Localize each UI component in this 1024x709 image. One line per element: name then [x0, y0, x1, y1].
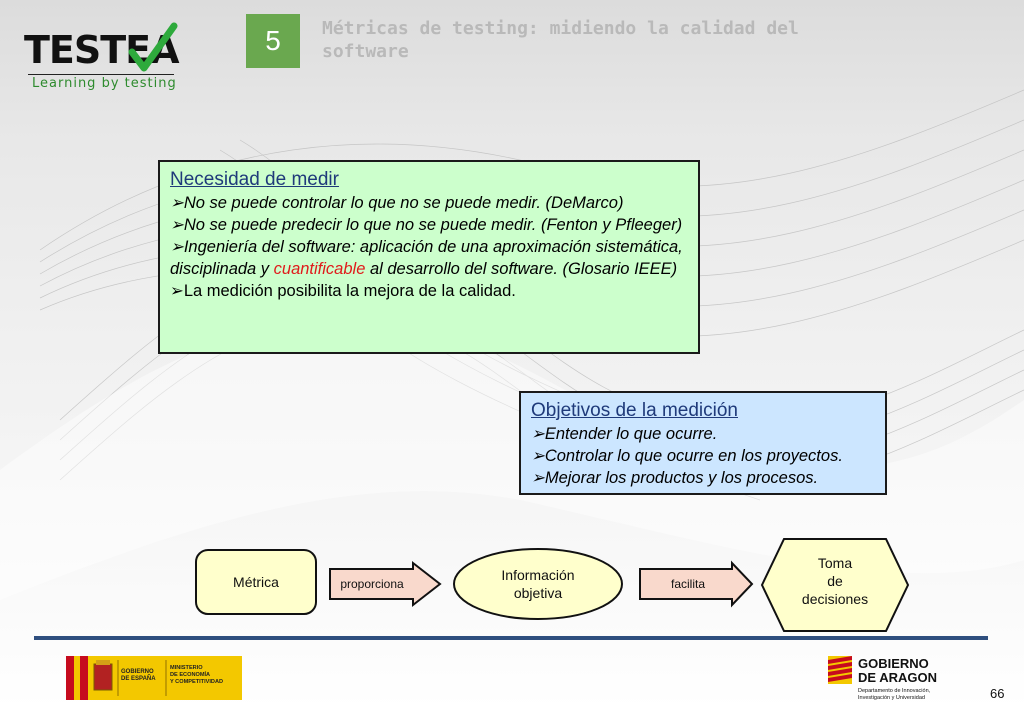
facilita-label: facilita [670, 577, 705, 591]
objetivos-title: Objetivos de la medición [531, 400, 738, 421]
proporciona-label: proporciona [340, 577, 404, 591]
page-number: 66 [990, 686, 1005, 701]
bullet-text: Controlar lo que ocurre en los proyectos… [544, 447, 843, 465]
aragon-title-2: DE ARAGON [858, 670, 937, 685]
bullet-text: Ingeniería del software: aplicación de u… [170, 238, 683, 278]
arrow-bullet-icon: ➢ [170, 238, 184, 256]
informacion-label: Información objetiva [456, 566, 620, 602]
bullet-text: La medición posibilita la mejora de la c… [183, 282, 516, 300]
highlight-cuantificable: cuantificable [273, 260, 366, 278]
gobierno-aragon-logo: GOBIERNO DE ARAGON Departamento de Innov… [828, 656, 937, 701]
informacion-line: Información [501, 567, 575, 583]
proporciona-arrow [329, 560, 442, 608]
informacion-node [453, 548, 623, 620]
bullet-text: No se puede controlar lo que no se puede… [183, 194, 624, 212]
arrow-bullet-icon: ➢ [531, 447, 545, 465]
objetiva-line: objetiva [513, 585, 563, 601]
arrow-bullet-icon: ➢ [170, 194, 184, 212]
footer-divider [34, 636, 988, 640]
section-number-badge: 5 [246, 14, 300, 68]
necesidad-de-medir-box: Necesidad de medir ➢No se puede controla… [158, 160, 700, 354]
toma-decisiones-label: Toma de decisiones [772, 554, 898, 608]
metrica-label: Métrica [233, 574, 279, 590]
bullet-text: Entender lo que ocurre. [544, 425, 718, 443]
facilita-arrow [639, 560, 754, 608]
section-title: Métricas de testing: midiendo la calidad… [322, 18, 799, 62]
necesidad-title: Necesidad de medir [170, 169, 339, 190]
logo-tagline: Learning by testing [32, 76, 177, 91]
de-line: de [827, 573, 843, 589]
svg-text:Investigación y Universidad: Investigación y Universidad [858, 695, 925, 701]
arrow-bullet-icon: ➢ [531, 469, 545, 487]
bullet-text: Mejorar los productos y los procesos. [544, 469, 819, 487]
bullet-item: ➢No se puede controlar lo que no se pued… [170, 192, 688, 214]
bullet-item: ➢Mejorar los productos y los procesos. [531, 467, 875, 489]
bullet-item: ➢No se puede predecir lo que no se puede… [170, 214, 688, 236]
toma-decisiones-node [760, 538, 910, 632]
logo-underline [28, 74, 174, 75]
bullet-item: ➢Entender lo que ocurre. [531, 423, 875, 445]
arrow-bullet-icon: ➢ [531, 425, 545, 443]
toma-line: Toma [817, 555, 853, 571]
bullet-item: ➢Ingeniería del software: aplicación de … [170, 236, 688, 280]
objetivos-medicion-box: Objetivos de la medición ➢Entender lo qu… [519, 391, 887, 495]
svg-text:Departamento de Innovación,: Departamento de Innovación, [858, 688, 931, 694]
checkmark-logo-icon [128, 22, 178, 72]
decisiones-line: decisiones [801, 591, 869, 607]
arrow-bullet-icon: ➢ [170, 216, 184, 234]
bullet-text: al desarrollo del software. (Glosario IE… [365, 260, 678, 278]
bullet-item: ➢La medición posibilita la mejora de la … [170, 280, 688, 302]
aragon-title-1: GOBIERNO [858, 656, 929, 671]
metrica-node [195, 549, 317, 615]
bullet-item: ➢Controlar lo que ocurre en los proyecto… [531, 445, 875, 467]
arrow-bullet-icon: ➢ [170, 282, 184, 300]
bullet-text: No se puede predecir lo que no se puede … [183, 216, 683, 234]
